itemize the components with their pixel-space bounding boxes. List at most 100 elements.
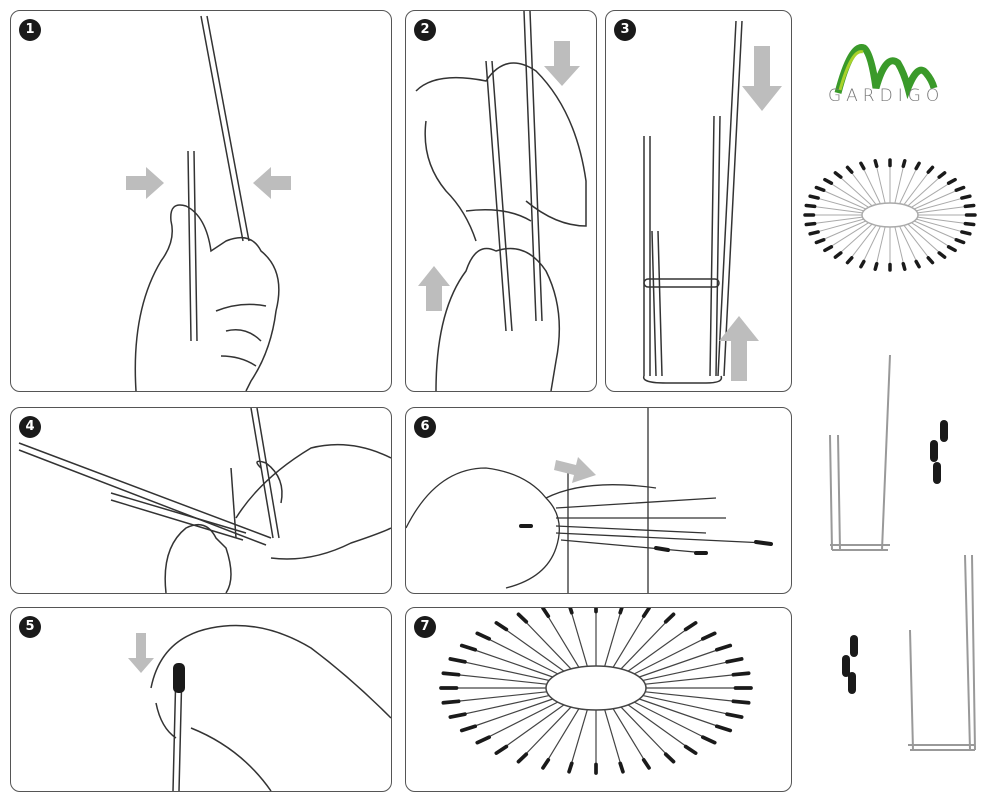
spike-tip xyxy=(663,752,676,764)
spike-tip xyxy=(441,671,461,677)
spike-tip xyxy=(448,712,467,719)
spike-tip xyxy=(946,177,957,185)
step-7-illustration xyxy=(439,608,753,775)
spike-tip xyxy=(567,761,574,774)
spike xyxy=(518,706,572,763)
rubber-tips xyxy=(519,524,773,555)
spike xyxy=(642,694,742,718)
spike-tip xyxy=(954,238,966,245)
spike xyxy=(627,622,696,672)
step-number: 4 xyxy=(19,416,41,438)
spike-tip xyxy=(823,177,834,185)
spike-tip xyxy=(960,230,972,236)
step-number: 2 xyxy=(414,19,436,41)
spike-tip xyxy=(641,608,651,618)
step-4-illustration xyxy=(18,408,391,593)
spike xyxy=(645,672,749,685)
spike-tip xyxy=(475,735,491,745)
spike xyxy=(634,632,716,675)
spike-tip xyxy=(873,159,879,169)
spike xyxy=(639,698,731,732)
arrow-icons xyxy=(418,41,580,311)
spike-tip xyxy=(914,161,921,171)
spike-tip xyxy=(683,744,698,755)
spike xyxy=(568,709,588,772)
spike-tip xyxy=(946,245,957,253)
spike-tip xyxy=(541,608,551,618)
rubber-tip xyxy=(173,663,185,693)
spike xyxy=(443,672,547,685)
spike-tip xyxy=(845,165,854,174)
ring-base xyxy=(861,202,919,228)
spike xyxy=(461,644,553,678)
spike xyxy=(496,704,565,754)
spike-tip xyxy=(845,256,854,265)
spike-tip xyxy=(701,735,717,745)
spike xyxy=(634,701,716,744)
spike xyxy=(642,658,742,682)
spike-tip xyxy=(833,171,843,179)
spike xyxy=(496,622,565,672)
spike-tip xyxy=(541,758,551,770)
spike-tip xyxy=(926,256,935,265)
step-6-panel: 6 xyxy=(405,407,792,594)
spike-tip xyxy=(663,612,676,624)
spike-tip xyxy=(833,251,843,259)
spike-tip xyxy=(937,171,947,179)
spike-tip xyxy=(731,671,751,677)
spike-tip xyxy=(963,203,976,209)
spike-tip xyxy=(960,194,972,200)
step-2-illustration xyxy=(415,11,587,391)
product-photo-assembled xyxy=(803,158,977,272)
spike-tip xyxy=(459,724,478,733)
spike-tip xyxy=(568,608,574,615)
spike-tip xyxy=(823,245,834,253)
spike xyxy=(604,608,623,667)
spike-tip xyxy=(714,643,733,652)
spike xyxy=(612,608,650,668)
spike xyxy=(518,613,572,670)
spike xyxy=(476,701,558,744)
step-2-panel: 2 xyxy=(405,10,597,392)
brand-name: GARDIGO xyxy=(828,86,945,106)
spike xyxy=(476,632,558,675)
spike xyxy=(620,706,674,763)
step-5-panel: 5 xyxy=(10,607,392,792)
step-number: 7 xyxy=(414,616,436,638)
rubber-tips xyxy=(842,420,948,694)
arrow-icon xyxy=(128,633,154,673)
spike-tip xyxy=(954,185,966,192)
spike-tip xyxy=(901,159,907,169)
spike-tip xyxy=(448,657,467,664)
spike-tip xyxy=(618,761,625,774)
spike xyxy=(542,608,580,668)
arrow-icons xyxy=(126,167,291,199)
spike-tip xyxy=(804,221,817,227)
spike-tip xyxy=(516,752,529,764)
spike-tip xyxy=(714,724,733,733)
step-7-panel: 7 xyxy=(405,607,792,792)
spike-tip xyxy=(441,699,461,705)
spike-tip xyxy=(901,261,907,271)
spike-tip xyxy=(516,612,529,624)
arrow-icon xyxy=(554,457,596,483)
step-4-panel: 4 xyxy=(10,407,392,594)
spike-tip xyxy=(814,185,826,192)
spike-tip xyxy=(731,699,751,705)
spike-tip xyxy=(804,203,817,209)
spike xyxy=(612,708,650,769)
spike xyxy=(461,698,553,732)
step-3-illustration xyxy=(642,20,782,384)
spike-tip xyxy=(701,631,717,641)
spike-tip xyxy=(459,643,478,652)
spike-tip xyxy=(683,621,698,632)
spike xyxy=(443,691,547,704)
step-5-illustration xyxy=(128,624,391,791)
spike-tip xyxy=(926,165,935,174)
step-1-illustration xyxy=(126,15,291,391)
spike xyxy=(542,708,580,769)
ring-base xyxy=(545,665,647,711)
gardigo-logo xyxy=(834,44,938,100)
spike-tip xyxy=(963,221,976,227)
step-number: 1 xyxy=(19,19,41,41)
